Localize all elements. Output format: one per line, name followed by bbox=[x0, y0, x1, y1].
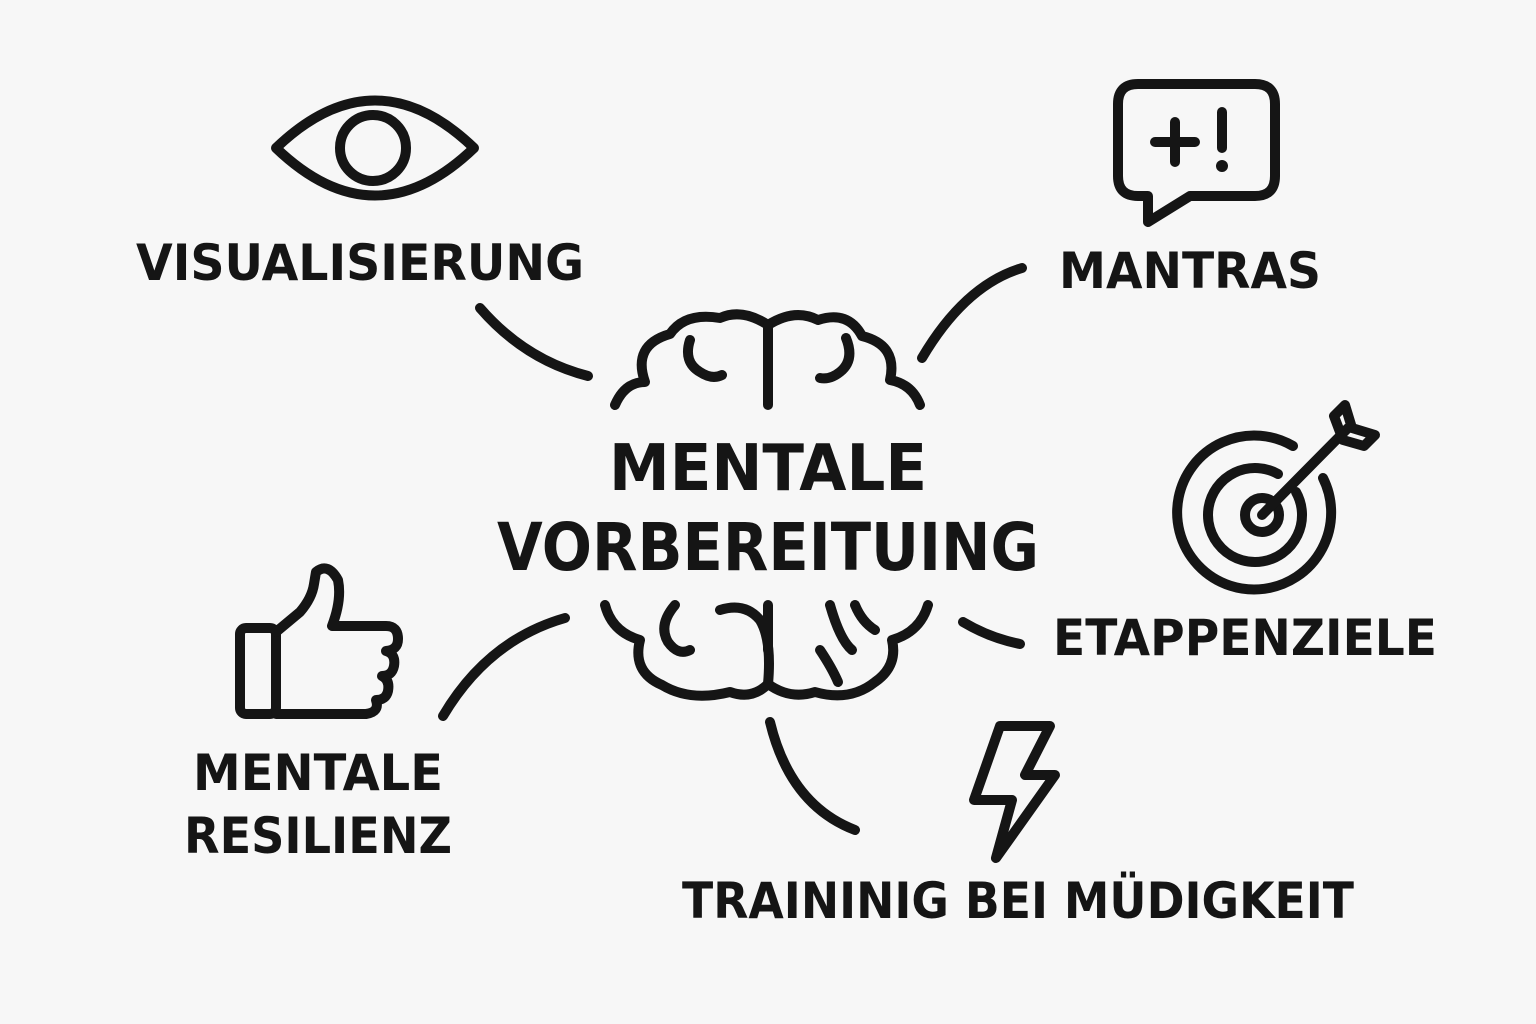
center-title-line1: MENTALE bbox=[609, 432, 927, 506]
mantras-label: MANTRAS bbox=[1059, 242, 1321, 300]
connector-mantras bbox=[917, 263, 1027, 363]
lightning-icon bbox=[969, 721, 1060, 863]
visualisierung-label: VISUALISIERUNG bbox=[136, 234, 584, 292]
connector-resilienz bbox=[438, 613, 570, 721]
eye-icon bbox=[271, 95, 479, 201]
resilienz-label-line1: MENTALE bbox=[193, 744, 443, 802]
connector-visualisierung bbox=[475, 303, 593, 381]
speech-bubble-icon bbox=[1113, 79, 1280, 227]
center-title-line2: VORBEREITUING bbox=[497, 509, 1039, 586]
connectors bbox=[438, 263, 1027, 835]
resilienz-label-line2: RESILIENZ bbox=[184, 807, 452, 865]
exclamation-dot bbox=[1216, 160, 1228, 172]
etappenziele-label: ETAPPENZIELE bbox=[1053, 609, 1437, 667]
connector-training bbox=[765, 717, 860, 835]
connector-etappenziele bbox=[958, 617, 1025, 649]
target-arrow-icon bbox=[1172, 400, 1380, 595]
thumbs-up-icon bbox=[235, 563, 403, 719]
training-label: TRAININIG BEI MÜDIGKEIT bbox=[682, 871, 1354, 930]
brain-icon bbox=[600, 309, 933, 701]
